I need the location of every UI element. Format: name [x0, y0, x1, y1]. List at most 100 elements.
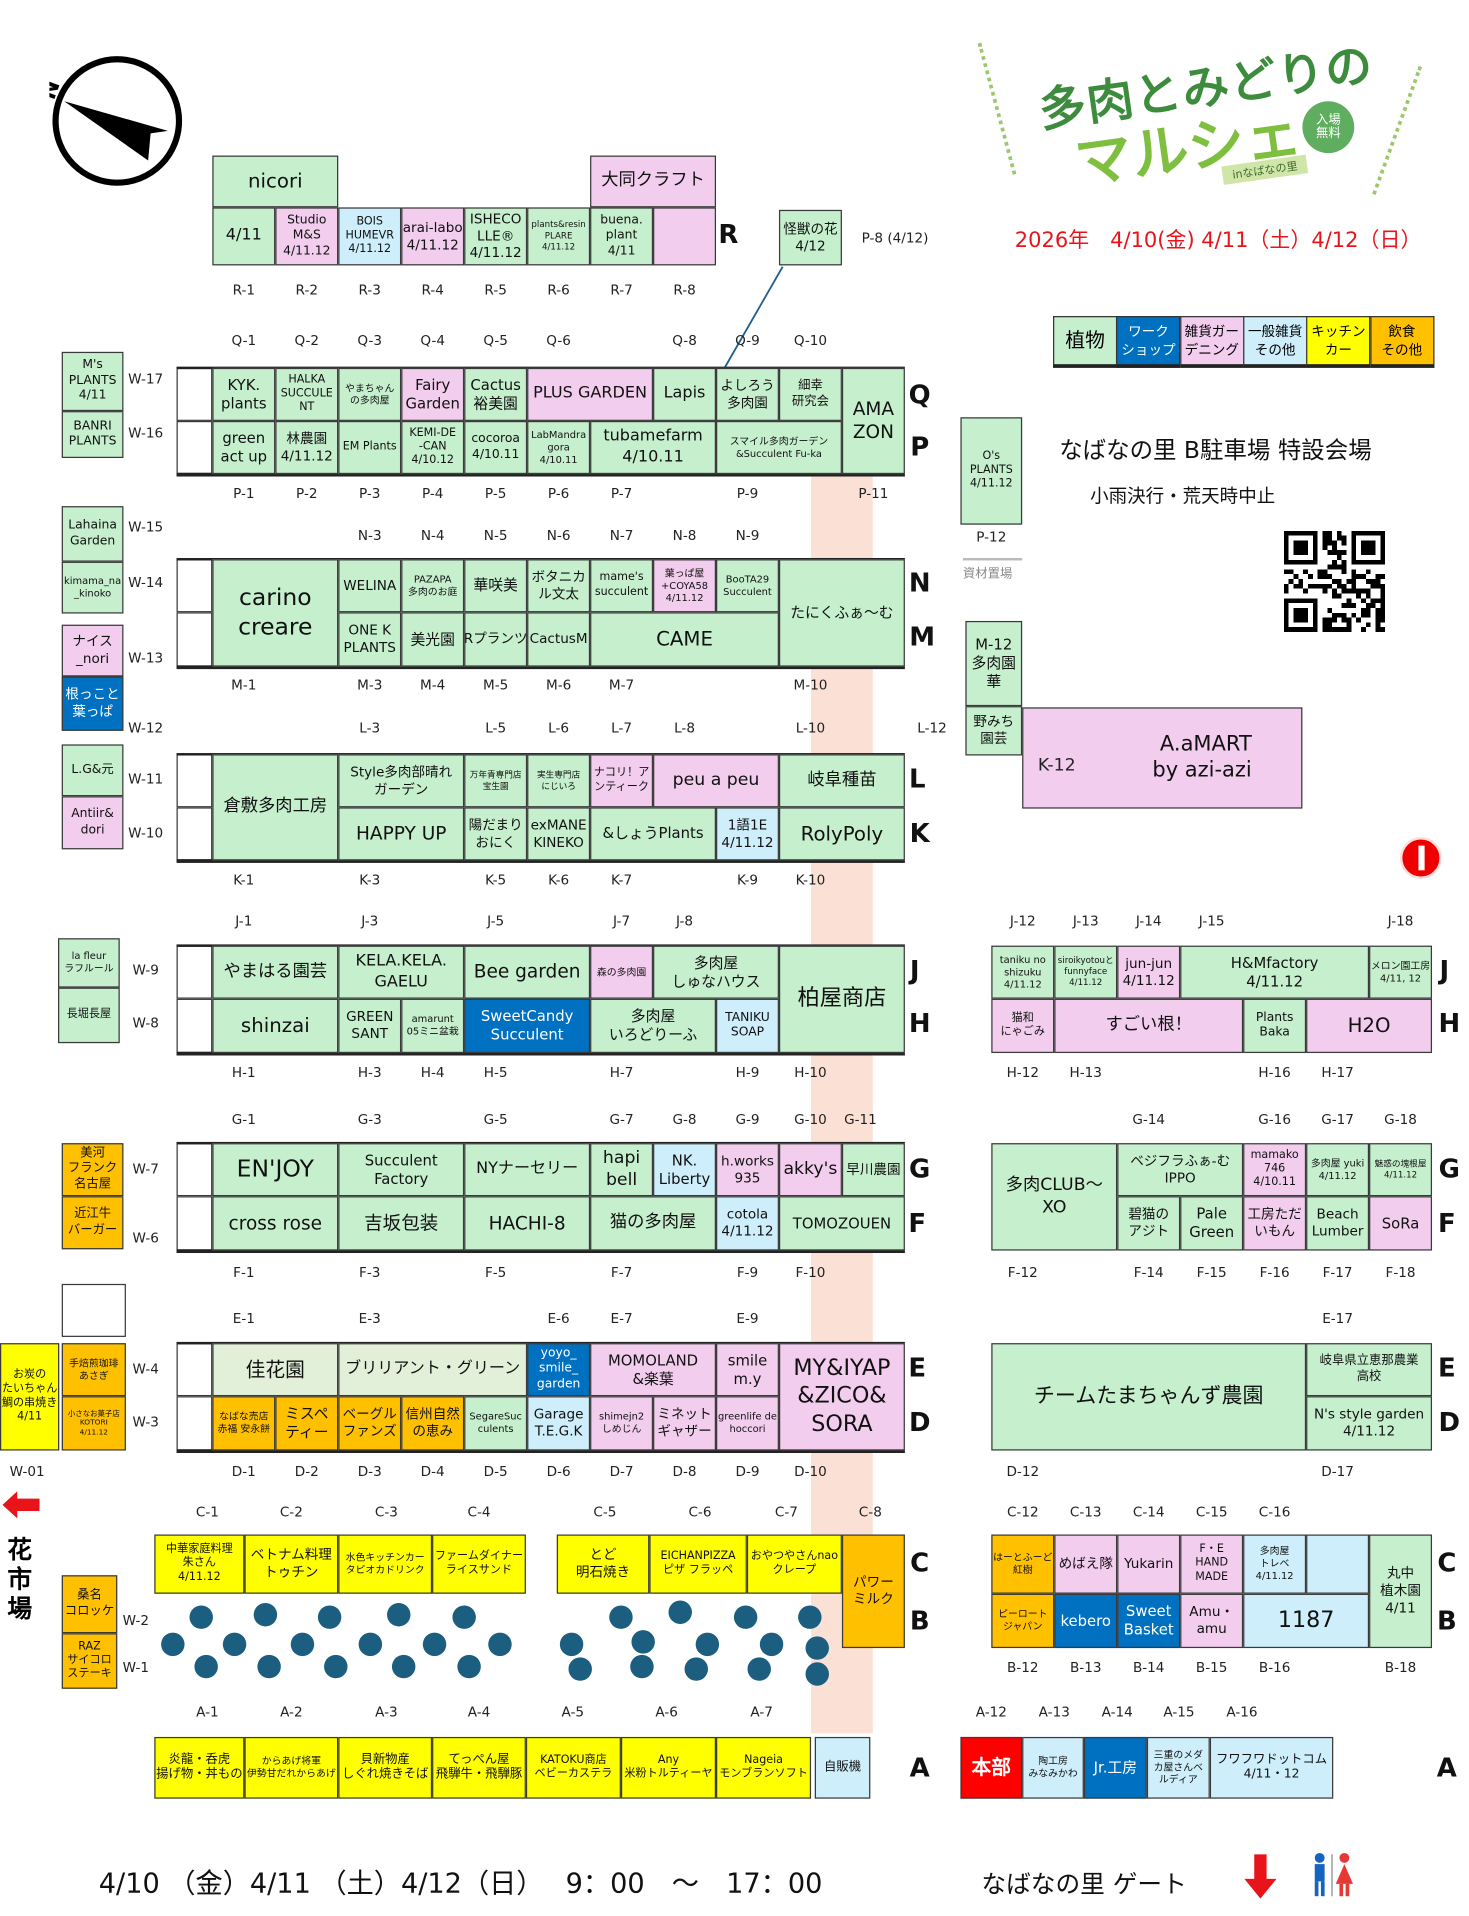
- booth-k-7[interactable]: &しょうPlants: [590, 807, 717, 861]
- booth-f-1[interactable]: cross rose: [212, 1196, 339, 1251]
- booth-k-10[interactable]: RolyPoly: [778, 807, 905, 861]
- booth-d-10[interactable]: MY&IYAP&ZICO&SORA: [778, 1343, 905, 1451]
- booth-w-10[interactable]: Antiir&dori: [61, 796, 124, 850]
- booth-m-6[interactable]: CactusM: [527, 612, 591, 667]
- booth-m-4[interactable]: 美光園: [401, 612, 465, 667]
- booth-h-12[interactable]: 猫和にゃごみ: [991, 998, 1055, 1054]
- booth-w-5[interactable]: [61, 1283, 126, 1337]
- booth-n-3[interactable]: WELINA: [338, 559, 402, 613]
- booth-p-9[interactable]: スマイル多肉ガーデン&Succulent Fu-ka: [716, 420, 842, 475]
- booth-h-10[interactable]: 柏屋商店: [778, 945, 905, 1054]
- booth-j-1[interactable]: やまはる園芸: [212, 945, 339, 999]
- booth-e-1[interactable]: 佳花園: [212, 1343, 339, 1397]
- booth-w-8[interactable]: 長堀長屋: [58, 987, 120, 1044]
- booth-l-3[interactable]: Style多肉部晴れガーデン: [338, 754, 465, 808]
- booth-d-12[interactable]: チームたまちゃんず農園: [991, 1343, 1307, 1451]
- booth-l-10[interactable]: 岐阜種苗: [778, 754, 905, 808]
- booth-j-7[interactable]: 森の多肉園: [590, 945, 654, 999]
- booth-g-11[interactable]: 早川農園: [841, 1143, 905, 1197]
- booth-g-1[interactable]: EN'JOY: [212, 1143, 339, 1197]
- booth-c-14[interactable]: Yukarin: [1117, 1534, 1181, 1594]
- booth-a-14[interactable]: Jr.工房: [1083, 1736, 1147, 1799]
- booth-j-8[interactable]: 多肉屋しゅなハウス: [653, 945, 779, 999]
- booth-q-3[interactable]: やまちゃんの多肉屋: [338, 367, 402, 421]
- booth-w-2[interactable]: 桑名コロッケ: [61, 1575, 118, 1634]
- booth-f-7[interactable]: 猫の多肉屋: [590, 1196, 717, 1251]
- booth-e-3[interactable]: ブリリアント・グリーン: [338, 1343, 528, 1397]
- booth-f-14[interactable]: 碧猫のアジト: [1117, 1196, 1181, 1251]
- booth-w-6[interactable]: 近江牛バーガー: [61, 1196, 124, 1250]
- booth-k-1[interactable]: 倉敷多肉工房: [212, 754, 339, 861]
- booth-j-5[interactable]: Bee garden: [464, 945, 591, 999]
- booth-h-7[interactable]: 多肉屋いろどりーふ: [590, 998, 717, 1054]
- booth-h-1[interactable]: shinzai: [212, 998, 339, 1054]
- booth-c-5[interactable]: とど明石焼き: [556, 1534, 650, 1594]
- booth-c-2[interactable]: ベトナム料理トゥチン: [244, 1534, 339, 1594]
- booth-g-8[interactable]: NK.Liberty: [653, 1143, 717, 1197]
- booth-e-6[interactable]: yoyo_smile_garden: [527, 1343, 591, 1397]
- qr-code-icon[interactable]: [1283, 530, 1386, 633]
- booth-f-3[interactable]: 吉坂包装: [338, 1196, 465, 1251]
- booth-q-9[interactable]: よしろう多肉園: [716, 367, 779, 421]
- booth-c-12[interactable]: はーとふーど紅樹: [991, 1534, 1055, 1594]
- booth-w-14[interactable]: kimama_na_kinoko: [61, 561, 124, 614]
- booth-l-8[interactable]: peu a peu: [653, 754, 779, 808]
- booth-d-8[interactable]: ミネットギャザー: [653, 1396, 717, 1451]
- booth-q-1[interactable]: KYK.plants: [212, 367, 276, 421]
- booth-m-5[interactable]: Rプランツ: [464, 612, 528, 667]
- booth-p-3[interactable]: EM Plants: [338, 420, 402, 475]
- booth-n-5[interactable]: 華咲美: [464, 559, 528, 613]
- booth-w-7[interactable]: 美河フランク名古屋: [61, 1143, 124, 1197]
- booth-c-17[interactable]: [1306, 1534, 1370, 1594]
- booth-e-17[interactable]: 岐阜県立恵那農業高校: [1306, 1343, 1433, 1397]
- booth-f-16[interactable]: 工房ただいもん: [1243, 1196, 1307, 1251]
- booth-a-2[interactable]: からあげ将軍伊勢甘だれからあげ: [244, 1736, 339, 1799]
- booth-h-13[interactable]: すごい根！: [1054, 998, 1244, 1054]
- booth-j-3[interactable]: KELA.KELA.GAELU: [338, 945, 465, 999]
- booth-f-10[interactable]: TOMOZOUEN: [778, 1196, 905, 1251]
